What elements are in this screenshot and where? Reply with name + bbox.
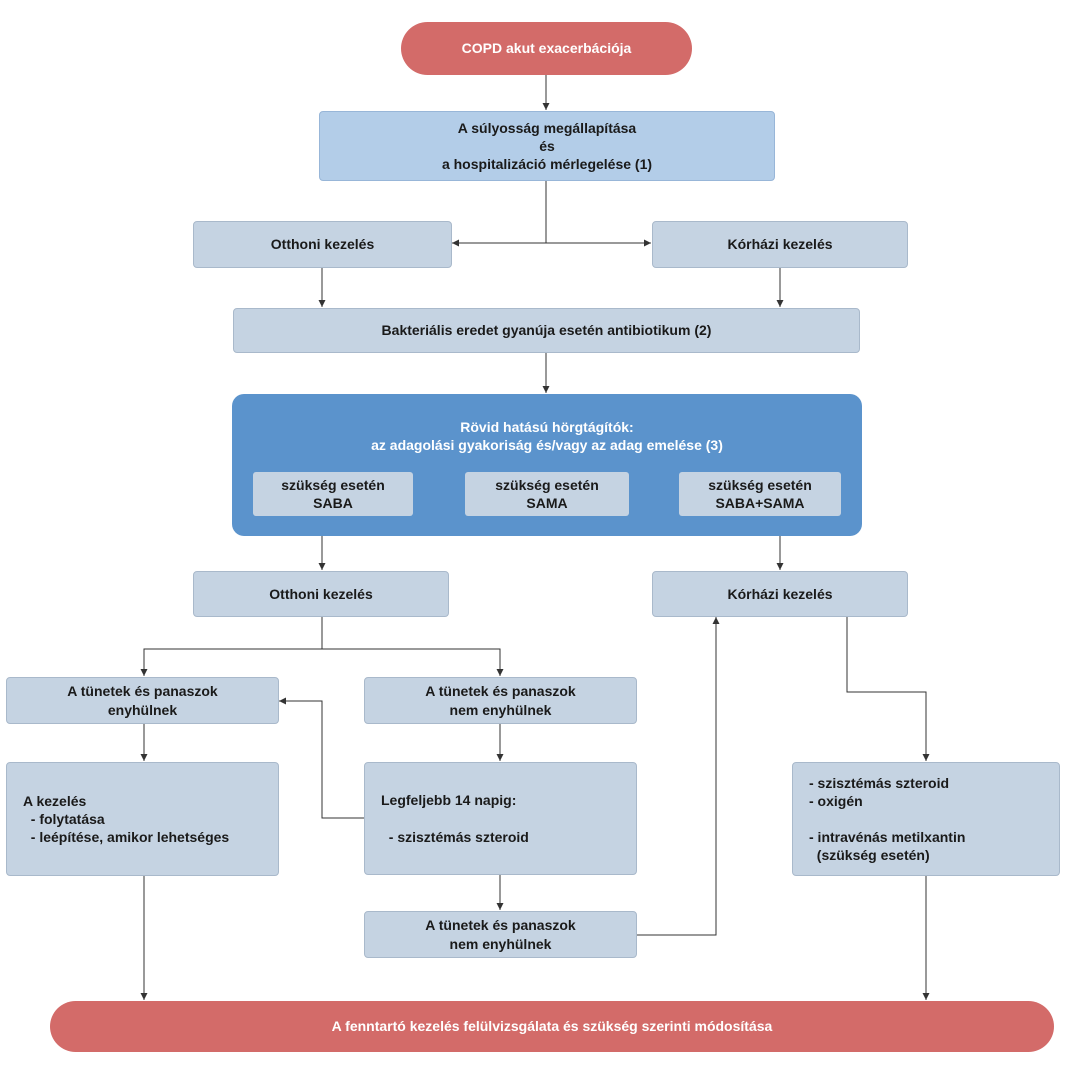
systemic-steroid-14-days-node: Legfeljebb 14 napig: - szisztémás sztero… xyxy=(364,762,637,875)
bronchodilator-title-1: Rövid hatású hörgtágítók: xyxy=(460,419,634,435)
saba-sama-line-1: szükség esetén xyxy=(708,476,812,493)
noimprove2-line-2: nem enyhülnek xyxy=(449,935,552,952)
saba-sama-line-2: SABA+SAMA xyxy=(715,495,805,511)
steroid14-line-1: Legfeljebb 14 napig: xyxy=(381,792,517,809)
improve-line-2: enyhülnek xyxy=(107,701,178,718)
assess-line-3: a hospitalizáció mérlegelése (1) xyxy=(441,156,653,173)
continue-line-2: - folytatása xyxy=(23,810,105,827)
hospital-tx-line-5: (szükség esetén) xyxy=(809,847,930,864)
edge-home2-split xyxy=(140,617,323,676)
edge-noimprove2-hosp2 xyxy=(637,617,720,936)
saba-line-2: SABA xyxy=(313,495,353,511)
assess-line-2: és xyxy=(539,137,555,154)
symptoms-improve-node: A tünetek és panaszok enyhülnek xyxy=(6,677,279,724)
end-label: A fenntartó kezelés felülvizsgálata és s… xyxy=(331,1018,773,1035)
severity-assessment-node: A súlyosság megállapítása és a hospitali… xyxy=(319,111,775,181)
hospital-treatment-node-2: Kórházi kezelés xyxy=(652,571,908,617)
steroid14-line-3: - szisztémás szteroid xyxy=(381,828,529,845)
antibiotic-label: Bakteriális eredet gyanúja esetén antibi… xyxy=(381,322,712,339)
sama-option: szükség esetén SAMA xyxy=(465,472,629,516)
noimprove1-line-1: A tünetek és panaszok xyxy=(425,683,576,700)
hospital-treatment-node-1: Kórházi kezelés xyxy=(652,221,908,268)
bronchodilator-title-2: az adagolási gyakoriság és/vagy az adag … xyxy=(371,437,723,454)
start-label: COPD akut exacerbációja xyxy=(461,40,632,57)
hospital-tx-line-1: - szisztémás szteroid xyxy=(809,774,950,791)
antibiotic-node: Bakteriális eredet gyanúja esetén antibi… xyxy=(233,308,860,353)
edge-home2-noimprove xyxy=(322,648,504,676)
start-node: COPD akut exacerbációja xyxy=(401,22,692,75)
edge-steroid-improve xyxy=(279,697,364,819)
continue-line-1: A kezelés xyxy=(23,792,87,809)
edge-hosp2-hospitaltx xyxy=(846,617,930,761)
home-treatment-node-2: Otthoni kezelés xyxy=(193,571,449,617)
home2-label: Otthoni kezelés xyxy=(269,585,373,602)
saba-line-1: szükség esetén xyxy=(281,476,385,493)
saba-option: szükség esetén SABA xyxy=(253,472,413,516)
improve-line-1: A tünetek és panaszok xyxy=(67,683,218,700)
assess-line-1: A súlyosság megállapítása xyxy=(457,119,637,136)
home-treatment-node-1: Otthoni kezelés xyxy=(193,221,452,268)
noimprove1-line-2: nem enyhülnek xyxy=(449,701,552,718)
symptoms-not-improve-node-2: A tünetek és panaszok nem enyhülnek xyxy=(364,911,637,958)
hosp2-label: Kórházi kezelés xyxy=(727,585,833,602)
hospital-treatment-details-node: - szisztémás szteroid - oxigén - intravé… xyxy=(792,762,1060,876)
end-node: A fenntartó kezelés felülvizsgálata és s… xyxy=(50,1001,1054,1052)
continue-treatment-node: A kezelés - folytatása - leépítése, amik… xyxy=(6,762,279,876)
saba-sama-option: szükség esetén SABA+SAMA xyxy=(679,472,841,516)
continue-line-3: - leépítése, amikor lehetséges xyxy=(23,829,230,846)
hosp1-label: Kórházi kezelés xyxy=(727,236,833,253)
sama-line-1: szükség esetén xyxy=(495,476,599,493)
sama-line-2: SAMA xyxy=(526,495,568,511)
hospital-tx-line-2: - oxigén xyxy=(809,792,863,809)
hospital-tx-line-4: - intravénás metilxantin xyxy=(809,829,966,845)
symptoms-not-improve-node-1: A tünetek és panaszok nem enyhülnek xyxy=(364,677,637,724)
home1-label: Otthoni kezelés xyxy=(270,236,375,253)
noimprove2-line-1: A tünetek és panaszok xyxy=(425,917,576,934)
